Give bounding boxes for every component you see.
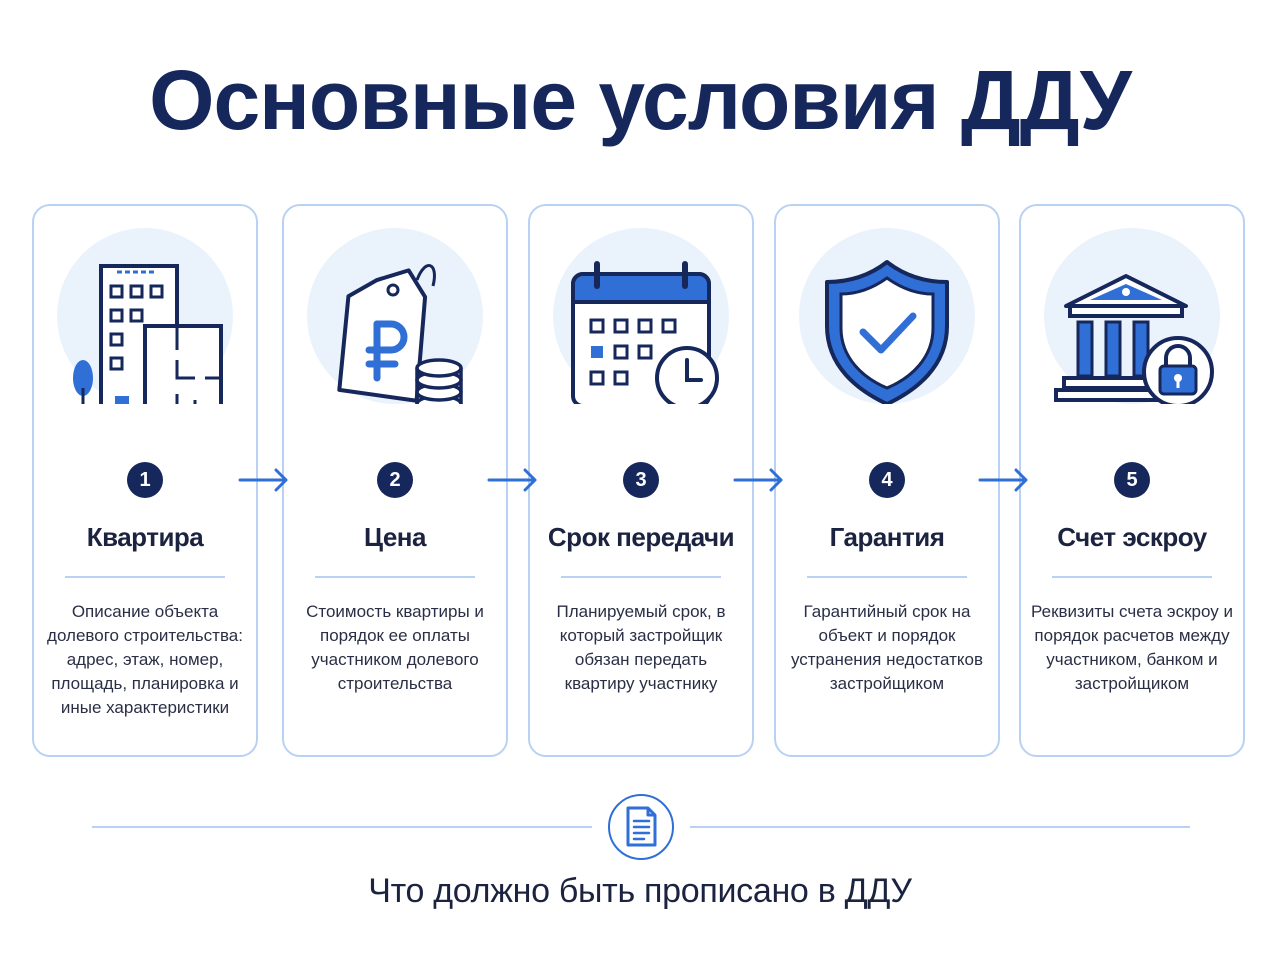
arrow-right-icon <box>978 467 1030 493</box>
step-card-apartment: 1 Квартира Описание объекта долевого стр… <box>32 204 258 757</box>
step-description: Гарантийный срок на объект и порядок уст… <box>790 602 984 693</box>
step-card-price: 2 Цена Стоимость квартиры и порядок ее о… <box>282 204 508 757</box>
bank-lock-icon <box>1044 228 1220 404</box>
divider <box>561 576 721 578</box>
step-description: Описание объекта долевого строительства:… <box>47 602 243 717</box>
step-description: Стоимость квартиры и порядок ее оплаты у… <box>306 602 484 693</box>
step-number-badge: 3 <box>623 462 659 498</box>
step-title: Счет эскроу <box>1057 522 1207 552</box>
step-title: Квартира <box>86 522 204 552</box>
divider <box>1052 576 1212 578</box>
step-number-badge: 5 <box>1114 462 1150 498</box>
footer-caption: Что должно быть прописано в ДДУ <box>368 872 912 910</box>
step-description: Планируемый срок, в который застройщик о… <box>556 602 726 693</box>
step-card-deadline: 3 Срок передачи Планируемый срок, в кото… <box>528 204 754 757</box>
step-title: Гарантия <box>829 522 945 552</box>
page-title: Основные условия ДДУ <box>149 53 1132 147</box>
step-description: Реквизиты счета эскроу и порядок расчето… <box>1031 602 1233 693</box>
step-number-badge: 2 <box>377 462 413 498</box>
footer-divider-right <box>690 826 1190 828</box>
step-title: Цена <box>364 522 426 552</box>
arrow-right-icon <box>238 467 290 493</box>
footer-divider-left <box>92 826 592 828</box>
step-number-badge: 1 <box>127 462 163 498</box>
step-title: Срок передачи <box>547 522 735 552</box>
building-floorplan-icon <box>57 228 233 404</box>
calendar-clock-icon <box>553 228 729 404</box>
divider <box>65 576 225 578</box>
arrow-right-icon <box>733 467 785 493</box>
arrow-right-icon <box>487 467 539 493</box>
step-number-badge: 4 <box>869 462 905 498</box>
ruble-price-tag-icon <box>307 228 483 404</box>
step-card-warranty: 4 Гарантия Гарантийный срок на объект и … <box>774 204 1000 757</box>
step-card-escrow: 5 Счет эскроу Реквизиты счета эскроу и п… <box>1019 204 1245 757</box>
document-icon <box>608 794 674 860</box>
divider <box>807 576 967 578</box>
shield-check-icon <box>799 228 975 404</box>
divider <box>315 576 475 578</box>
